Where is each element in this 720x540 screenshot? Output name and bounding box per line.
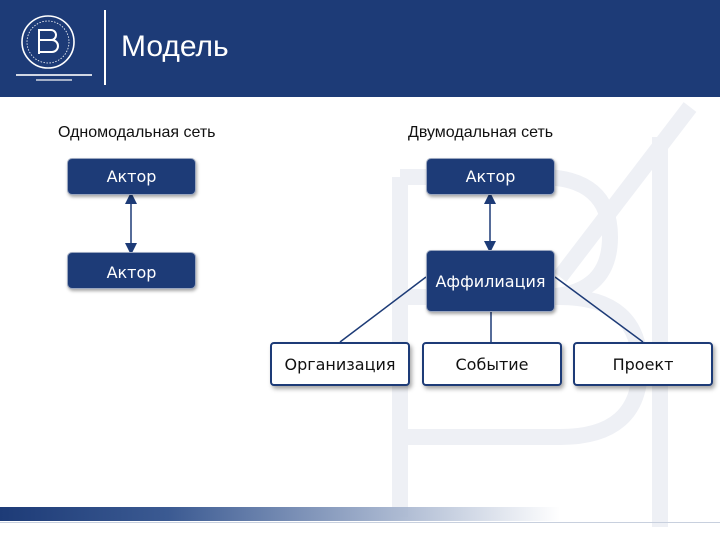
left-actor-bottom-node: Актор — [67, 252, 196, 289]
node-label: Актор — [106, 167, 157, 186]
university-logo-icon — [16, 15, 92, 81]
right-actor-node: Актор — [426, 158, 555, 195]
page-title: Модель — [121, 30, 229, 63]
node-label: Аффилиация — [435, 272, 546, 291]
affiliation-project-line — [554, 276, 644, 343]
organization-node: Организация — [270, 342, 410, 386]
node-label: Организация — [284, 354, 396, 374]
event-node: Событие — [422, 342, 562, 386]
two-mode-network-title: Двумодальная сеть — [408, 124, 554, 141]
header-bar: Модель — [0, 0, 720, 97]
affiliation-node: Аффилиация — [426, 250, 555, 312]
node-label: Проект — [612, 354, 674, 374]
header-divider — [104, 10, 106, 85]
footer-gradient-band — [0, 507, 560, 521]
watermark-logo — [392, 102, 697, 527]
one-mode-network-title: Одномодальная сеть — [58, 124, 216, 141]
node-label: Актор — [106, 263, 157, 282]
project-node: Проект — [573, 342, 713, 386]
affiliation-organization-line — [339, 276, 427, 343]
left-actor-top-node: Актор — [67, 158, 196, 195]
node-label: Событие — [455, 354, 529, 374]
node-label: Актор — [465, 167, 516, 186]
footer-line — [0, 522, 720, 523]
